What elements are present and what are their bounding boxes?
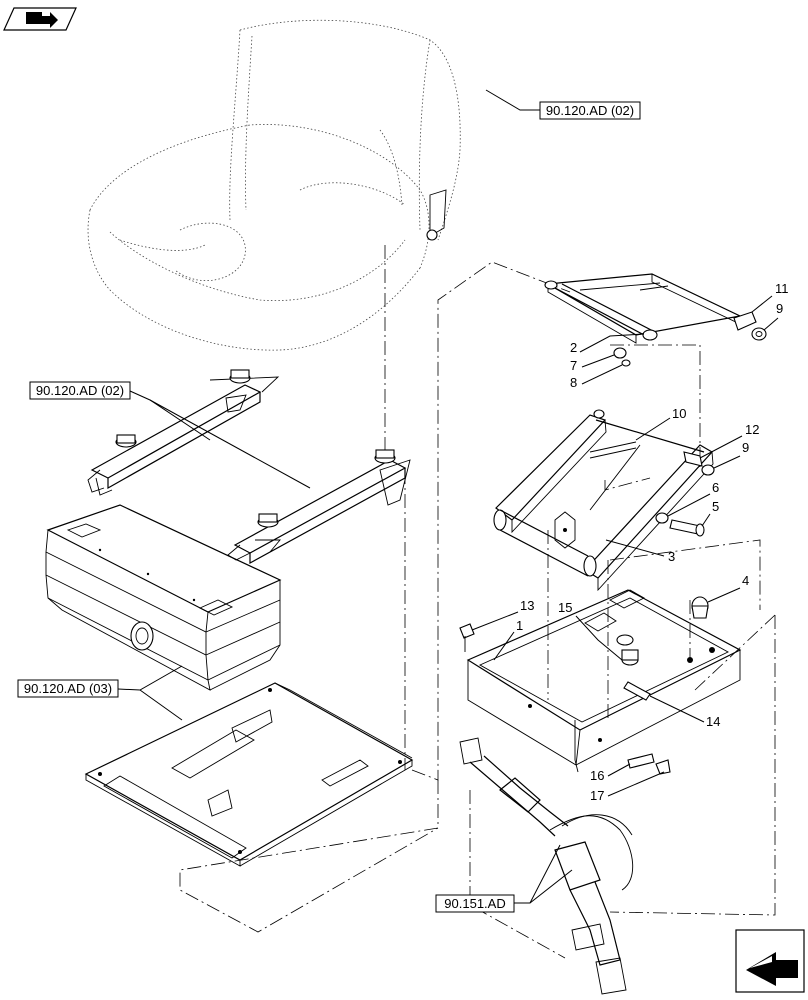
svg-text:15: 15 — [558, 600, 572, 615]
svg-text:11: 11 — [775, 281, 789, 296]
base-plate — [84, 682, 414, 867]
svg-text:17: 17 — [590, 788, 604, 803]
svg-text:7: 7 — [570, 358, 577, 373]
svg-text:16: 16 — [590, 768, 604, 783]
callout-15: 15 — [558, 600, 623, 661]
suspension-unit — [45, 504, 282, 691]
callout-4: 4 — [707, 573, 749, 603]
top-frame-assembly — [544, 273, 767, 367]
svg-text:1: 1 — [516, 618, 523, 633]
svg-text:8: 8 — [570, 375, 577, 390]
callout-13: 13 — [471, 598, 534, 631]
svg-text:90.120.AD (02): 90.120.AD (02) — [36, 383, 124, 398]
reference-suspension[interactable]: 90.120.AD (03) — [17, 665, 183, 721]
callout-2: 2 — [570, 333, 645, 355]
lower-box-frame — [459, 589, 742, 775]
svg-text:13: 13 — [520, 598, 534, 613]
next-page-arrow-icon[interactable] — [735, 929, 805, 993]
callout-10: 10 — [635, 406, 686, 441]
callout-9-mid: 9 — [713, 440, 749, 469]
callout-16: 16 — [590, 763, 631, 783]
svg-text:12: 12 — [745, 422, 759, 437]
callout-8: 8 — [570, 364, 623, 390]
svg-text:90.120.AD (03): 90.120.AD (03) — [24, 681, 112, 696]
svg-text:90.120.AD (02): 90.120.AD (02) — [546, 103, 634, 118]
callout-3: 3 — [605, 539, 675, 564]
reference-belt[interactable]: 90.151.AD — [435, 844, 573, 913]
svg-text:2: 2 — [570, 340, 577, 355]
seat-belt — [459, 737, 634, 995]
reference-rails[interactable]: 90.120.AD (02) — [29, 381, 311, 489]
reference-seat-top[interactable]: 90.120.AD (02) — [485, 89, 641, 120]
svg-text:9: 9 — [742, 440, 749, 455]
seat-cushion — [87, 19, 461, 351]
scissor-frame-assembly — [493, 409, 715, 592]
seat-rails — [87, 369, 411, 565]
svg-text:4: 4 — [742, 573, 749, 588]
book-arrow-icon[interactable] — [3, 7, 77, 31]
callout-17: 17 — [590, 771, 665, 803]
callout-7: 7 — [570, 354, 615, 373]
callout-9-top: 9 — [763, 301, 783, 331]
callout-12: 12 — [699, 422, 759, 459]
assembly-centerlines — [179, 245, 776, 959]
callout-1: 1 — [493, 618, 523, 661]
svg-text:90.151.AD: 90.151.AD — [444, 896, 505, 911]
svg-text:6: 6 — [712, 480, 719, 495]
svg-text:5: 5 — [712, 499, 719, 514]
svg-text:10: 10 — [672, 406, 686, 421]
svg-text:9: 9 — [776, 301, 783, 316]
callout-5: 5 — [701, 499, 719, 527]
callout-11: 11 — [751, 281, 789, 313]
svg-text:3: 3 — [668, 549, 675, 564]
callout-14: 14 — [649, 695, 720, 729]
svg-text:14: 14 — [706, 714, 720, 729]
callout-6: 6 — [667, 480, 719, 517]
